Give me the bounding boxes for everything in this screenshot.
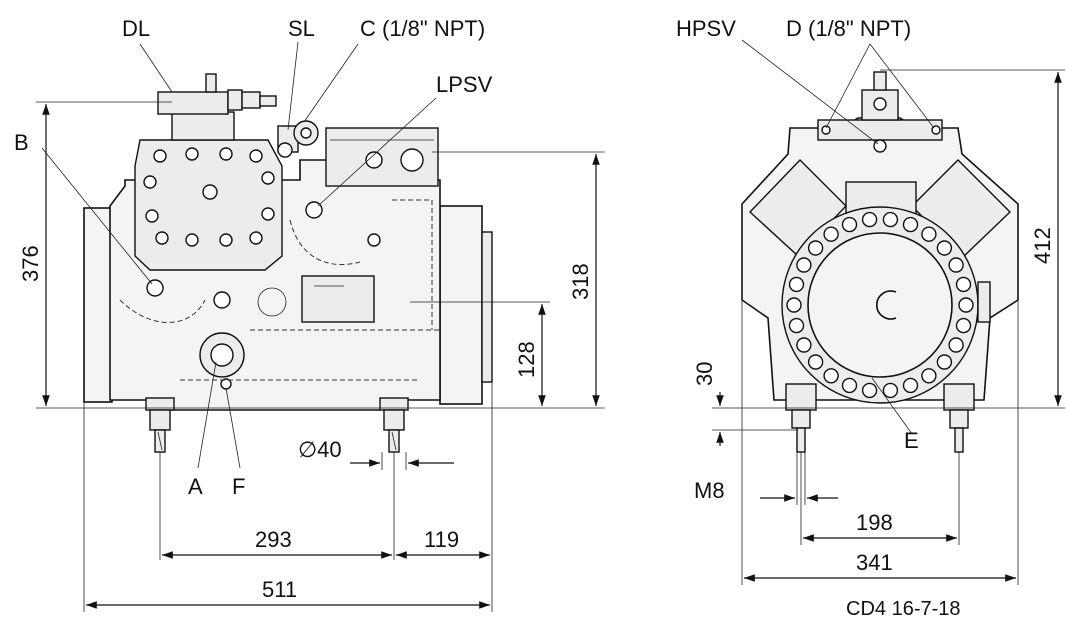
flange-bolt xyxy=(882,211,899,228)
flange-bolt xyxy=(902,377,919,394)
front-dimension-lines xyxy=(36,101,605,612)
front-leader-lines xyxy=(41,41,437,469)
flange-bolt xyxy=(841,377,858,394)
flange-bolt xyxy=(823,368,839,384)
label-dl: DL xyxy=(122,16,150,41)
dim-293: 293 xyxy=(255,527,292,552)
flange-bolt xyxy=(936,354,953,370)
flange-bolt xyxy=(936,240,953,256)
flange-bolt xyxy=(955,317,972,334)
dim-height-128: 128 xyxy=(514,341,539,378)
label-lpsv: LPSV xyxy=(436,72,493,97)
flange-bolt xyxy=(796,337,812,353)
flange-bolt xyxy=(948,257,964,273)
label-e: E xyxy=(904,428,919,453)
front-view: DL SL C (1/8" NPT) LPSV B A F 376 318 12… xyxy=(14,16,605,612)
dim-198: 198 xyxy=(856,510,893,535)
flange-bolt xyxy=(861,382,878,399)
dim-foot-30: 30 xyxy=(692,362,717,386)
label-hpsv: HPSV xyxy=(676,16,736,41)
label-c: C (1/8" NPT) xyxy=(360,16,485,41)
flange-bolt xyxy=(841,216,858,233)
side-feet xyxy=(785,383,975,453)
dim-511: 511 xyxy=(262,577,297,602)
dim-foot-diameter: ∅40 xyxy=(298,437,342,462)
dim-height-376: 376 xyxy=(18,245,43,282)
flange-bolt xyxy=(948,337,964,353)
label-d: D (1/8" NPT) xyxy=(786,16,911,41)
flange-bolt xyxy=(921,226,937,242)
dim-height-318: 318 xyxy=(568,263,593,300)
side-view: HPSV D (1/8" NPT) E 412 30 M8 198 341 xyxy=(676,16,1065,585)
flange-bolt xyxy=(807,354,824,370)
flange-bolt xyxy=(921,368,937,384)
flange-bolt xyxy=(796,257,812,273)
side-labels: HPSV D (1/8" NPT) E 412 30 M8 198 341 xyxy=(676,16,1055,575)
dim-119: 119 xyxy=(424,527,459,552)
side-dimension-lines xyxy=(712,69,1065,585)
dim-m8: M8 xyxy=(694,478,725,503)
flange-bolt xyxy=(823,226,839,242)
label-a: A xyxy=(188,474,203,499)
label-f: F xyxy=(232,474,245,499)
head-bolts xyxy=(143,147,275,247)
flange-bolt xyxy=(958,297,974,313)
drawing-reference: CD4 16-7-18 xyxy=(846,598,961,620)
dim-341: 341 xyxy=(856,550,893,575)
flange-bolt xyxy=(788,276,805,293)
front-compressor-body xyxy=(83,73,493,411)
side-leader-lines xyxy=(741,39,935,435)
flange-bolt xyxy=(807,240,824,256)
label-sl: SL xyxy=(288,16,315,41)
flange-bolt xyxy=(882,382,899,399)
flange-bolt xyxy=(902,216,919,233)
flange-bolts xyxy=(786,211,974,399)
dim-height-412: 412 xyxy=(1030,227,1055,264)
flange-bolt xyxy=(786,297,802,313)
flange-bolt xyxy=(788,317,805,334)
label-b: B xyxy=(14,130,29,155)
flange-bolt xyxy=(861,211,878,228)
front-labels: DL SL C (1/8" NPT) LPSV B A F 376 318 12… xyxy=(14,16,593,602)
side-compressor-body xyxy=(741,71,1019,404)
front-feet xyxy=(145,397,409,453)
flange-bolt xyxy=(955,276,972,293)
